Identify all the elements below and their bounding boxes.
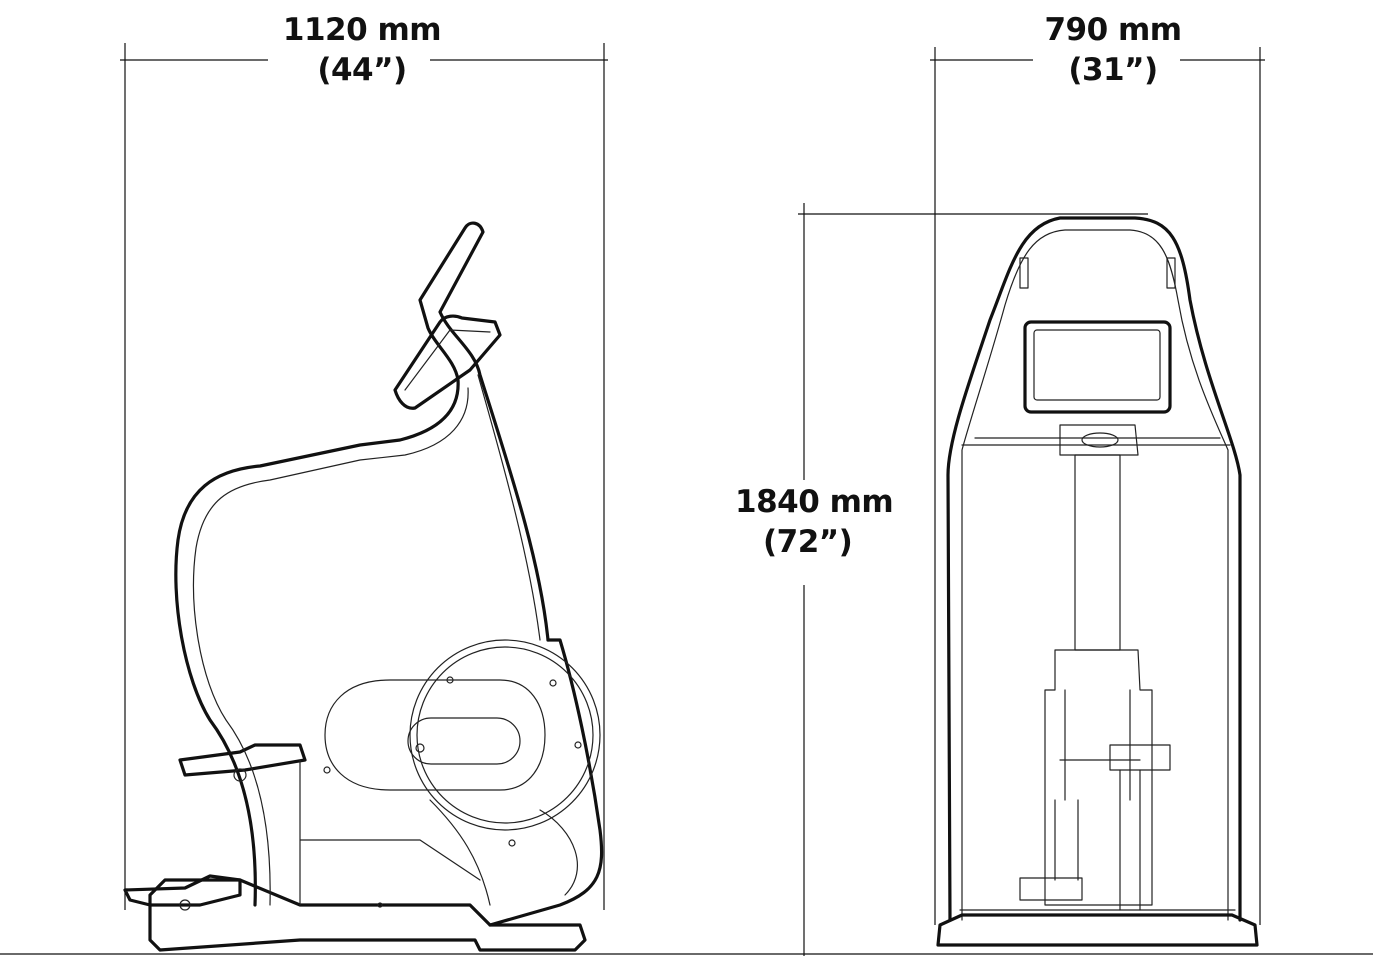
depth-dimension-label: 1120 mm (44”) xyxy=(282,10,442,91)
width-dimension-label: 790 mm (31”) xyxy=(1044,10,1182,91)
width-metric: 790 mm xyxy=(1044,12,1182,48)
height-imperial: (72”) xyxy=(763,524,853,561)
height-dimension-lines xyxy=(798,203,1148,956)
side-view-machine xyxy=(123,221,604,952)
width-imperial: (31”) xyxy=(1068,52,1158,89)
front-view-machine xyxy=(936,216,1259,947)
width-dimension-lines xyxy=(930,47,1265,925)
depth-metric: 1120 mm xyxy=(282,12,442,48)
height-dimension-label: 1840 mm (72”) xyxy=(735,482,894,563)
depth-imperial: (44”) xyxy=(317,52,407,89)
depth-dimension-lines xyxy=(120,43,608,910)
height-metric: 1840 mm xyxy=(735,484,894,520)
